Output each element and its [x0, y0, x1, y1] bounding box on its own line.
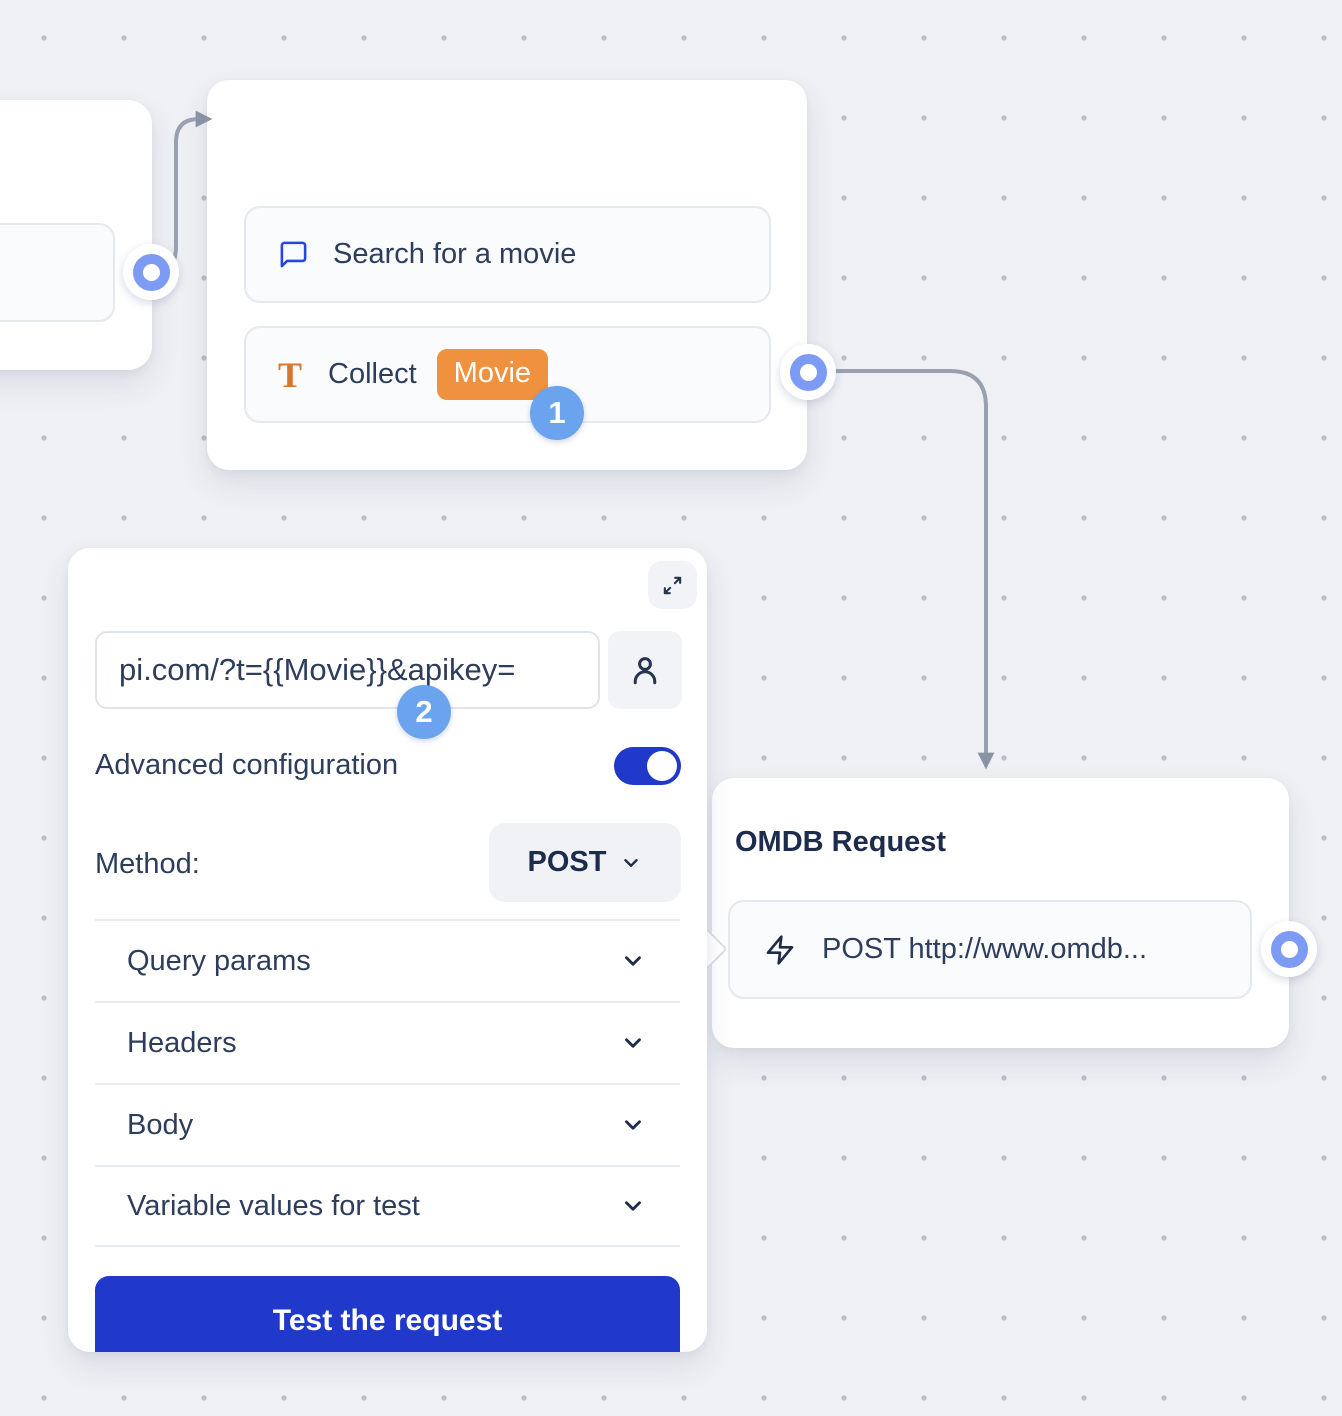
person-icon	[627, 652, 663, 688]
section-body[interactable]: Body	[95, 1083, 680, 1165]
text-input-icon: T	[278, 354, 303, 395]
person-button[interactable]	[608, 631, 682, 709]
question-block-label: Search for a movie	[333, 238, 577, 270]
advanced-config-label: Advanced configuration	[95, 749, 399, 781]
accordion-sections: Query params Headers Body Variable value…	[95, 919, 680, 1247]
output-port-left-node[interactable]	[123, 244, 179, 300]
webhook-config-panel: Advanced configuration Method: POST Quer…	[68, 548, 707, 1352]
question-block-row[interactable]: Search for a movie	[244, 206, 771, 303]
partial-node-card[interactable]	[0, 100, 152, 370]
partial-node-row[interactable]	[0, 223, 115, 322]
chat-bubble-icon	[278, 239, 309, 270]
section-label: Variable values for test	[127, 1189, 420, 1222]
method-value: POST	[527, 846, 607, 878]
method-label: Method:	[95, 848, 200, 880]
collect-block-label: Collect	[328, 358, 417, 390]
collect-block-row[interactable]: T Collect Movie	[244, 326, 771, 423]
method-dropdown[interactable]: POST	[489, 823, 681, 902]
section-label: Query params	[127, 944, 311, 977]
connector-movie-to-omdb	[824, 369, 995, 770]
expand-button[interactable]	[648, 561, 697, 609]
expand-icon	[661, 574, 684, 597]
step-badge-2: 2	[397, 685, 451, 739]
movie-search-node[interactable]: Movie search Search for a movie T Collec…	[207, 80, 807, 470]
webhook-block-row[interactable]: POST http://www.omdb...	[728, 900, 1252, 999]
webhook-block-label: POST http://www.omdb...	[822, 933, 1148, 965]
output-port-omdb[interactable]	[1261, 921, 1317, 977]
section-headers[interactable]: Headers	[95, 1001, 680, 1083]
section-variable-values[interactable]: Variable values for test	[95, 1165, 680, 1247]
url-input[interactable]	[95, 631, 600, 709]
chevron-down-icon[interactable]	[620, 1112, 646, 1138]
section-label: Headers	[127, 1026, 237, 1059]
test-request-button[interactable]: Test the request	[95, 1276, 680, 1352]
step-badge-1: 1	[530, 386, 584, 440]
section-label: Body	[127, 1108, 194, 1141]
section-query-params[interactable]: Query params	[95, 919, 680, 1001]
lightning-icon	[764, 934, 796, 966]
chevron-down-icon	[620, 852, 642, 874]
output-port-movie-search[interactable]	[780, 344, 836, 400]
chevron-down-icon[interactable]	[620, 1193, 646, 1219]
variable-tag-movie[interactable]: Movie	[436, 348, 549, 401]
chevron-down-icon[interactable]	[620, 948, 646, 974]
node-title: OMDB Request	[735, 826, 947, 858]
advanced-config-toggle[interactable]	[614, 747, 681, 785]
chevron-down-icon[interactable]	[620, 1030, 646, 1056]
omdb-request-node[interactable]: OMDB Request POST http://www.omdb...	[712, 778, 1289, 1048]
toggle-knob	[647, 751, 677, 781]
connector-left-to-movie	[161, 110, 213, 274]
